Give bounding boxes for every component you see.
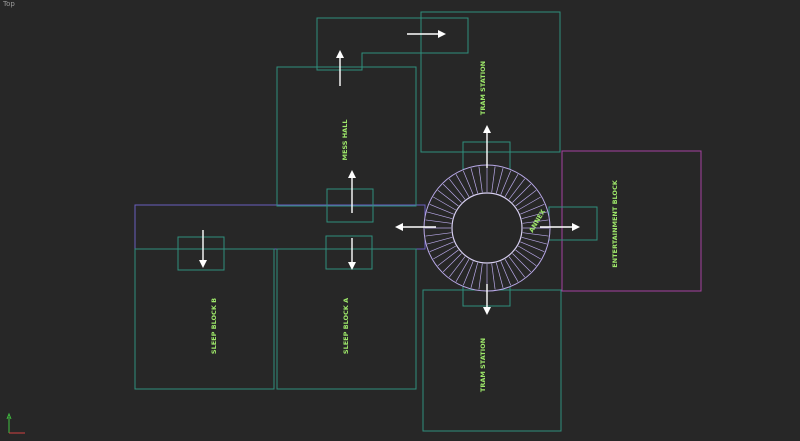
- hub-spoke: [512, 183, 532, 203]
- hub-spoke: [427, 211, 453, 220]
- hub-spoke: [495, 168, 504, 194]
- doorway-sleep-block-b: [177, 236, 225, 271]
- label-mess-hall: MESS HALL: [341, 120, 349, 161]
- mess-hall-outline: [276, 66, 417, 207]
- hub-spoke: [437, 189, 459, 207]
- hub-spokes: [425, 166, 549, 290]
- hub-spoke: [500, 170, 512, 195]
- hub-spoke: [495, 262, 504, 288]
- label-tram-station-south: TRAM STATION: [479, 338, 487, 392]
- hub-spoke: [470, 168, 479, 194]
- tram-station-north-outline: [420, 11, 561, 153]
- hub-spoke: [522, 219, 549, 224]
- hub-spoke: [520, 241, 545, 253]
- hub-spoke: [427, 236, 453, 245]
- hub-spoke: [512, 253, 532, 273]
- hub-spoke: [442, 183, 462, 203]
- hub-spoke: [515, 189, 537, 207]
- hub-spoke: [518, 245, 541, 260]
- label-sleep-block-a: SLEEP BLOCK A: [342, 298, 350, 354]
- central-hub: [423, 164, 551, 292]
- hub-spoke: [470, 262, 479, 288]
- axis-gizmo-icon: [6, 412, 25, 434]
- hub-spoke: [433, 196, 456, 211]
- doorway-sleep-block-a: [325, 235, 373, 270]
- hub-inner-ring: [451, 192, 523, 264]
- hub-spoke: [429, 241, 454, 253]
- label-tram-station-north: TRAM STATION: [479, 61, 487, 115]
- hub-spoke: [462, 261, 474, 286]
- label-entertainment-block: ENTERTAINMENT BLOCK: [611, 179, 619, 267]
- hub-spoke: [500, 261, 512, 286]
- viewport-label[interactable]: Top: [3, 0, 15, 8]
- hub-spoke: [521, 236, 547, 245]
- hub-spoke: [478, 263, 483, 290]
- hub-spoke: [462, 170, 474, 195]
- sleep-block-b-outline: [134, 248, 275, 390]
- hub-spoke: [442, 253, 462, 273]
- hub-spoke: [433, 245, 456, 260]
- hub-spoke: [521, 211, 547, 220]
- hub-spoke: [425, 219, 452, 224]
- hub-spoke: [478, 166, 483, 193]
- hub-spoke: [504, 259, 519, 282]
- hub-spoke: [425, 232, 452, 237]
- hub-spoke: [429, 203, 454, 215]
- hub-spoke: [448, 178, 466, 200]
- entertainment-block-outline: [561, 150, 702, 292]
- hub-spoke: [504, 174, 519, 197]
- hub-spoke: [508, 178, 526, 200]
- hub-spoke: [455, 259, 470, 282]
- doorway-mess-hall: [326, 188, 374, 223]
- hub-spoke: [491, 166, 496, 193]
- hub-spoke: [455, 174, 470, 197]
- tram-station-south-outline: [422, 289, 562, 432]
- upper-connector-outline: [316, 17, 469, 71]
- hub-spoke: [518, 196, 541, 211]
- hub-spoke: [508, 256, 526, 278]
- hub-spoke: [491, 263, 496, 290]
- label-sleep-block-b: SLEEP BLOCK B: [210, 298, 218, 354]
- doorway-entertainment: [548, 206, 598, 241]
- hub-spoke: [515, 249, 537, 267]
- hub-spoke: [520, 203, 545, 215]
- hub-spoke: [437, 249, 459, 267]
- hub-spoke: [448, 256, 466, 278]
- hub-spoke: [522, 232, 549, 237]
- sleep-block-a-outline: [276, 248, 417, 390]
